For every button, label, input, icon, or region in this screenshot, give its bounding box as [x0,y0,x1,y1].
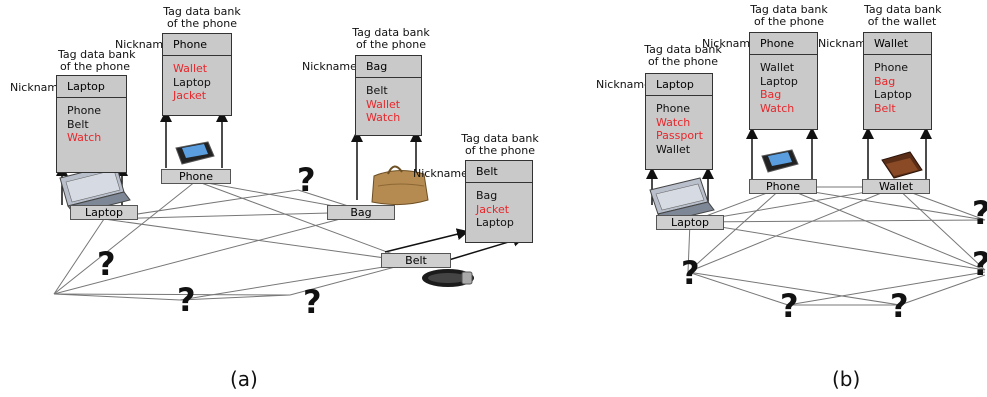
tag-entry: Bag [476,189,498,202]
nickname-value: Phone [760,37,795,50]
tag-entry: Phone [874,61,909,74]
phone-icon-b [761,149,799,173]
tag-entry: Phone [67,104,102,117]
nickname-label-wallet-b: Nickname: [818,37,877,50]
nickname-value: Laptop [67,80,105,93]
tag-entry: Laptop [173,75,211,89]
bank-title-phone-a: Tag data bank of the phone [163,5,241,30]
unknown-node-marker: ? [681,254,700,292]
tag-entry: Wallet [173,62,208,75]
tag-entry: Phone [656,102,691,115]
tag-entry: Belt [874,101,896,115]
bank-title-laptop-a: Tag data bank of the phone [58,48,136,73]
tag-entry: Laptop [760,74,798,88]
tag-entry: Belt [67,117,89,131]
wallet-icon [881,151,923,179]
nickname-value: Bag [366,60,388,73]
nickname-label-laptop-b: Nickname: [596,78,655,91]
tag-entry: Passport [656,129,703,142]
tag-entry: Wallet [366,97,401,111]
unknown-node-marker: ? [303,283,322,321]
unknown-node-marker: ? [177,281,196,319]
node-laptop-b: Laptop [656,215,724,230]
unknown-node-marker: ? [780,287,799,325]
nickname-value: Wallet [874,37,909,50]
tag-entry: Watch [67,131,102,144]
nickname-label-belt-a: Nickname: [413,167,472,180]
bank-title-laptop-b: Tag data bank of the phone [644,43,722,68]
nickname-value: Belt [476,165,498,178]
tag-entry: Wallet [656,142,691,156]
belt-icon [422,269,474,287]
tag-entry: Wallet [760,61,795,74]
nickname-label-phone-a: Nickname: [115,38,174,51]
tag-entry: Watch [760,101,795,115]
tag-entry: Bag [874,74,896,88]
tag-entry: Jacket [476,202,510,216]
bank-title-belt-a: Tag data bank of the phone [461,132,539,157]
node-bag-a: Bag [327,205,395,220]
unknown-node-marker: ? [297,161,316,199]
tag-entry: Laptop [874,88,912,101]
phone-icon [175,141,215,165]
tag-entry: Belt [366,84,388,97]
tag-entry: Watch [366,111,401,124]
caption-a: (a) [230,367,258,391]
caption-b: (b) [832,367,861,391]
node-wallet-b: Wallet [862,179,930,194]
node-belt-a: Belt [381,253,451,268]
bank-title-phone-b: Tag data bank of the phone [750,3,828,28]
nickname-label-laptop-a: Nickname: [10,81,69,94]
network-edges-b [687,186,986,306]
bank-title-wallet-b: Tag data bank of the wallet [864,3,942,28]
nickname-value: Phone [173,38,208,51]
bank-title-bag-a: Tag data bank of the phone [352,26,430,51]
tag-entry: Laptop [476,216,514,229]
nickname-value: Laptop [656,78,694,91]
tag-entry: Bag [760,88,782,101]
network-edges-a [53,180,415,301]
read-arrows-b [646,127,932,205]
unknown-node-marker-partial: ? [972,197,987,229]
unknown-node-marker: ? [97,245,116,283]
nickname-label-phone-b: Nickname: [702,37,761,50]
nickname-label-bag-a: Nickname: [302,60,361,73]
node-laptop-a: Laptop [70,205,138,220]
tag-entry: Watch [656,115,691,129]
node-phone-b: Phone [749,179,817,194]
unknown-node-marker: ? [890,287,909,325]
bag-icon [371,165,429,206]
unknown-node-marker-partial: ? [972,248,987,280]
tag-entry: Jacket [173,89,207,102]
read-arrows-a [56,110,525,263]
node-phone-a: Phone [161,169,231,184]
